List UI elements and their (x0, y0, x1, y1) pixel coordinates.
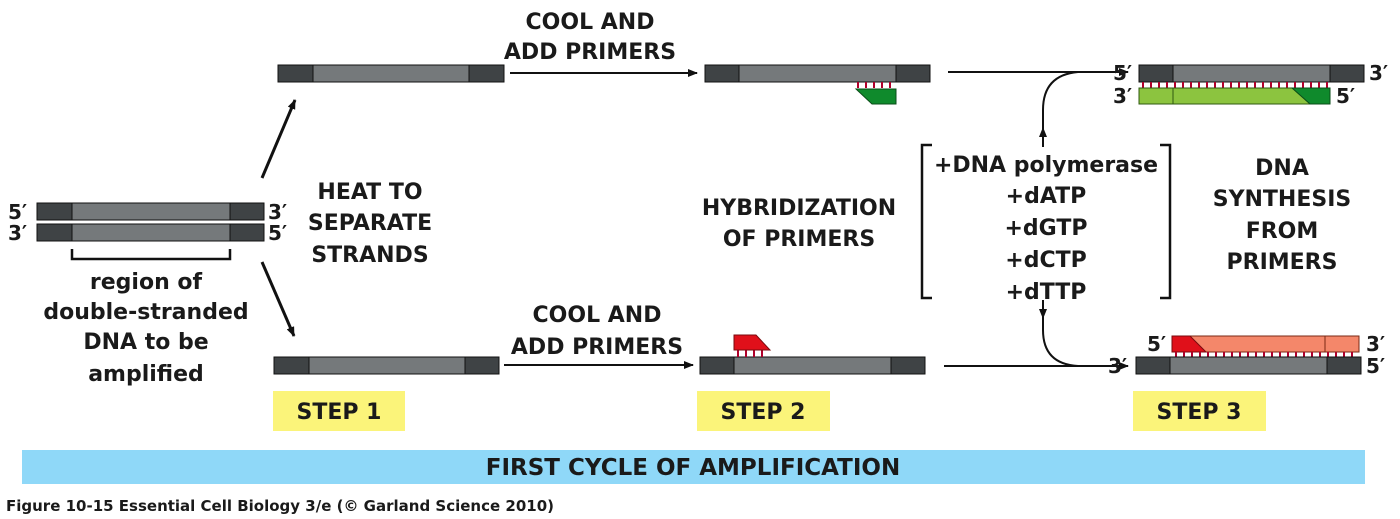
hybrid-label-line1: HYBRIDIZATION (702, 196, 896, 221)
reagent-2: +dATP (1006, 184, 1087, 209)
arrow-down-separate (260, 261, 296, 337)
step1-label: STEP 1 (297, 400, 382, 425)
step3-bottom-hydrogen-bonds (1175, 352, 1353, 357)
step3-bottom-3-label: 3′ (1366, 332, 1385, 356)
cool-top-line2: ADD PRIMERS (504, 40, 676, 65)
cycle-banner-label: FIRST CYCLE OF AMPLIFICATION (486, 455, 900, 481)
synth-label-line1: DNA (1255, 156, 1309, 181)
region-label-line2: double-stranded (43, 300, 248, 325)
cool-bottom-line1: COOL AND (533, 303, 662, 328)
region-label-line3: DNA to be (83, 330, 208, 355)
synth-label-line4: PRIMERS (1227, 250, 1338, 275)
step2-bottom-strand (699, 356, 926, 375)
hybrid-label-line2: OF PRIMERS (723, 227, 875, 252)
cool-bottom-line2: ADD PRIMERS (511, 335, 683, 360)
reagent-5: +dTTP (1006, 280, 1087, 305)
arrow-up-separate (260, 99, 297, 179)
step3-bottom-5b-label: 5′ (1366, 354, 1385, 378)
cool-top-line1: COOL AND (526, 10, 655, 35)
step2-label: STEP 2 (721, 400, 806, 425)
heat-label-line1: HEAT TO (317, 180, 422, 205)
left-top-3-label: 3′ (268, 200, 287, 224)
region-label-line1: region of (90, 270, 203, 295)
region-bracket (70, 249, 232, 261)
step3-top-5b-label: 5′ (1336, 84, 1355, 108)
heat-label-line3: STRANDS (311, 243, 428, 268)
step3-top-5-label: 5′ (1113, 61, 1132, 85)
step3-top-template-strand (1138, 64, 1365, 83)
green-primer (854, 88, 897, 105)
step3-top-3-label: 3′ (1369, 61, 1388, 85)
step3-box (1133, 391, 1266, 431)
cycle-banner (22, 450, 1365, 484)
step3-top-hydrogen-bonds (1142, 82, 1328, 88)
step2-bottom-hydrogen-bonds (737, 350, 763, 357)
reagent-1: +DNA polymerase (934, 153, 1158, 178)
green-primer-extended (1290, 87, 1331, 105)
step3-bottom-3b-label: 3′ (1108, 354, 1127, 378)
step1-top-strand (277, 64, 505, 83)
reagent-bracket-left (920, 143, 932, 300)
left-bottom-3-label: 3′ (8, 221, 27, 245)
step3-top-3b-label: 3′ (1113, 84, 1132, 108)
figure-caption: Figure 10-15 Essential Cell Biology 3/e … (6, 497, 554, 515)
red-primer (733, 334, 772, 351)
heat-label-line2: SEPARATE (308, 211, 432, 236)
step3-bottom-template-strand (1135, 356, 1362, 375)
left-bottom-5-label: 5′ (268, 221, 287, 245)
step3-bottom-5-label: 5′ (1147, 332, 1166, 356)
reagent-curve-up (1042, 71, 1079, 147)
step2-top-hydrogen-bonds (857, 82, 891, 88)
reagent-bracket-right (1160, 143, 1172, 300)
step3-label: STEP 3 (1157, 400, 1242, 425)
synth-label-line3: FROM (1246, 219, 1319, 244)
reagent-4: +dCTP (1005, 248, 1086, 273)
red-primer-extended (1171, 335, 1208, 353)
synth-label-line2: SYNTHESIS (1213, 187, 1352, 212)
step1-box (273, 391, 405, 431)
double-stranded-dna (36, 202, 265, 242)
region-label-line4: amplified (88, 362, 204, 387)
step1-bottom-strand (273, 356, 500, 375)
reagent-3: +dGTP (1005, 216, 1088, 241)
step2-box (697, 391, 830, 431)
reagent-curve-down (1042, 305, 1079, 367)
step2-top-strand (704, 64, 931, 83)
left-top-5-label: 5′ (8, 200, 27, 224)
